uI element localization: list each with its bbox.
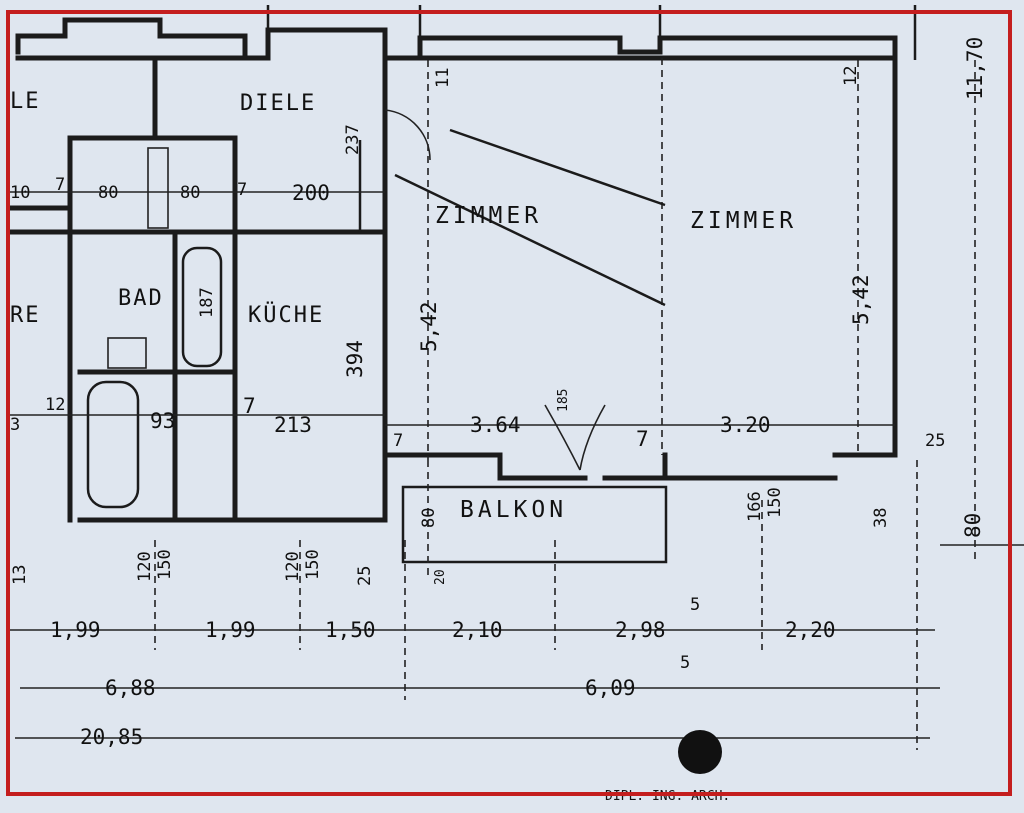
dim-394: 394 xyxy=(343,340,367,378)
dim-150-b: 150 xyxy=(155,549,175,580)
dim-7d: 7 xyxy=(393,431,403,451)
dim-80-balkon: 80 xyxy=(419,508,439,528)
exterior-walls xyxy=(15,5,917,433)
dim-7e: 7 xyxy=(636,427,649,451)
chain1-seg-2: 1,99 xyxy=(205,618,256,642)
room-label-left-edge: RE xyxy=(10,303,41,328)
dim-237: 237 xyxy=(343,124,363,155)
dimension-chain-1: 1,99 1,99 1,50 2,10 2,98 5 2,20 xyxy=(50,595,836,642)
dim-364: 3.64 xyxy=(470,413,521,437)
dim-38: 38 xyxy=(871,508,891,528)
dim-7c: 7 xyxy=(243,394,256,418)
kitchen-walls xyxy=(232,55,388,523)
dim-3-left: 3 xyxy=(10,415,20,435)
dimension-chain-2: 6,88 6,09 5 xyxy=(105,653,690,700)
dim-12-top: 12 xyxy=(841,66,861,86)
chain1-seg-5: 2,98 xyxy=(615,618,666,642)
stamp-text: DIPL. ING. ARCH. xyxy=(605,789,730,804)
dim-7a: 7 xyxy=(55,175,65,195)
dim-12-left: 12 xyxy=(45,395,65,415)
dim-11-top: 11 xyxy=(433,68,453,88)
room-label-balkon: BALKON xyxy=(460,497,567,523)
chain2-seg-2: 6,09 xyxy=(585,676,636,700)
dimension-lines xyxy=(10,60,1024,750)
dim-213: 213 xyxy=(274,413,312,437)
dim-10-left: 10 xyxy=(10,183,30,203)
chain2-seg-2-super: 5 xyxy=(680,653,690,673)
dim-80b: 80 xyxy=(180,183,200,203)
dim-1170: 11,70 xyxy=(963,37,987,100)
room-label-diele-left: LE xyxy=(10,89,41,114)
dim-25-bottom: 25 xyxy=(355,566,375,586)
dim-200: 200 xyxy=(292,181,330,205)
dim-150-a: 150 xyxy=(765,487,785,518)
dim-185: 185 xyxy=(556,389,571,412)
left-unit-walls xyxy=(7,55,388,523)
dimension-texts: 11 12 237 200 80 80 7 7 187 394 5,42 5,4… xyxy=(10,37,987,586)
chain1-seg-3: 1,50 xyxy=(325,618,376,642)
chain1-seg-5-super: 5 xyxy=(690,595,700,615)
dim-80-right: 80 xyxy=(961,513,985,538)
dim-166: 166 xyxy=(745,491,765,522)
chain2-seg-1: 6,88 xyxy=(105,676,156,700)
dim-80a: 80 xyxy=(98,183,118,203)
dim-20: 20 xyxy=(433,569,448,585)
chain1-seg-1: 1,99 xyxy=(50,618,101,642)
dim-542-right: 5,42 xyxy=(849,274,873,325)
dim-13-left: 13 xyxy=(10,565,30,585)
balcony xyxy=(401,485,668,564)
room-label-kueche: KÜCHE xyxy=(248,302,324,328)
dim-93: 93 xyxy=(150,409,175,433)
dim-25-right: 25 xyxy=(925,431,945,451)
room-label-bad: BAD xyxy=(118,286,164,311)
dim-150-c: 150 xyxy=(303,549,323,580)
highlight-frame xyxy=(6,10,1012,796)
chain1-seg-6: 2,20 xyxy=(785,618,836,642)
rooms-zimmer-walls xyxy=(382,58,898,481)
dim-320: 3.20 xyxy=(720,413,771,437)
room-label-zimmer-right: ZIMMER xyxy=(690,208,797,234)
dim-7b: 7 xyxy=(237,180,247,200)
dim-542-left: 5,42 xyxy=(417,301,441,352)
dim-120-a: 120 xyxy=(135,551,155,582)
dim-187: 187 xyxy=(197,287,217,318)
dim-120-b: 120 xyxy=(283,551,303,582)
dim-total: 20,85 xyxy=(80,725,143,749)
room-label-zimmer-left: ZIMMER xyxy=(435,203,542,229)
room-label-diele: DIELE xyxy=(240,91,316,116)
room-labels: LE DIELE BAD KÜCHE ZIMMER ZIMMER BALKON … xyxy=(10,89,797,523)
chain1-seg-4: 2,10 xyxy=(452,618,503,642)
